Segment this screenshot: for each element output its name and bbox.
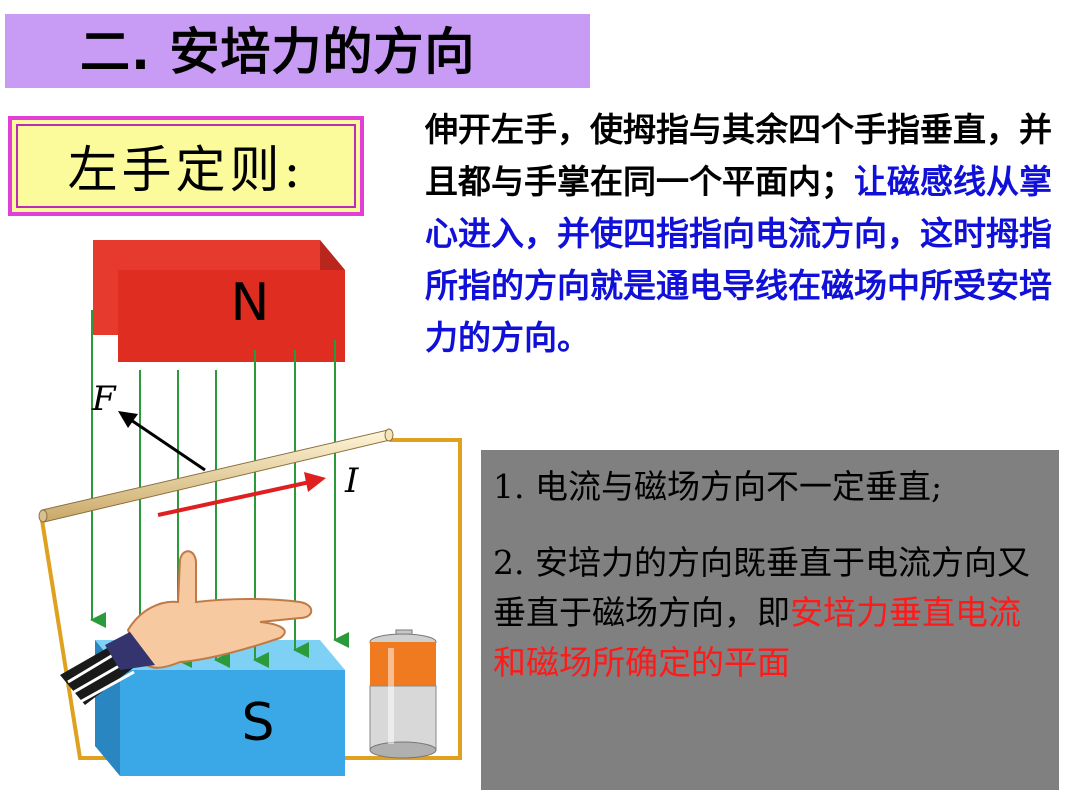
left-hand-rule-diagram: N S F I: [38, 240, 462, 776]
rule-label: 左手定则:: [67, 141, 305, 199]
rule-label-box: 左手定则:: [8, 116, 364, 216]
note-item-2-plain: 2. 安培力的方向既垂直于电流方向又垂直于磁场方向，即: [493, 543, 1030, 632]
current-label: I: [344, 461, 359, 501]
rule-description: 伸开左手，使拇指与其余四个手指垂直，并且都与手掌在同一个平面内；让磁感线从掌心进…: [425, 104, 1065, 364]
force-label: F: [91, 379, 117, 419]
north-magnet: N: [93, 240, 345, 362]
left-hand: [60, 550, 313, 705]
note-item-2: 2. 安培力的方向既垂直于电流方向又垂直于磁场方向，即安培力垂直电流和磁场所确定…: [493, 538, 1053, 688]
page-title: 二. 安培力的方向: [80, 23, 476, 81]
conductor-rod: [38, 428, 394, 523]
south-label: S: [241, 693, 274, 753]
description-highlight: 让磁感线从掌心进入，并使四指指向电流方向，这时拇指所指的方向就是通电导线在磁场中…: [425, 162, 1052, 357]
force-arrow: F: [91, 379, 206, 472]
current-arrow: I: [157, 461, 359, 517]
battery-icon: [369, 629, 437, 759]
north-label: N: [231, 273, 270, 333]
title-bar: 二. 安培力的方向: [5, 14, 590, 88]
note-item-2-highlight: 安培力垂直电流和磁场所确定的平面: [493, 593, 1021, 682]
description-plain: 伸开左手，使拇指与其余四个手指垂直，并且都与手掌在同一个平面内；: [425, 110, 1052, 201]
note-item-1: 1. 电流与磁场方向不一定垂直;: [493, 467, 943, 506]
notes-box: 1. 电流与磁场方向不一定垂直; 2. 安培力的方向既垂直于电流方向又垂直于磁场…: [481, 450, 1059, 790]
